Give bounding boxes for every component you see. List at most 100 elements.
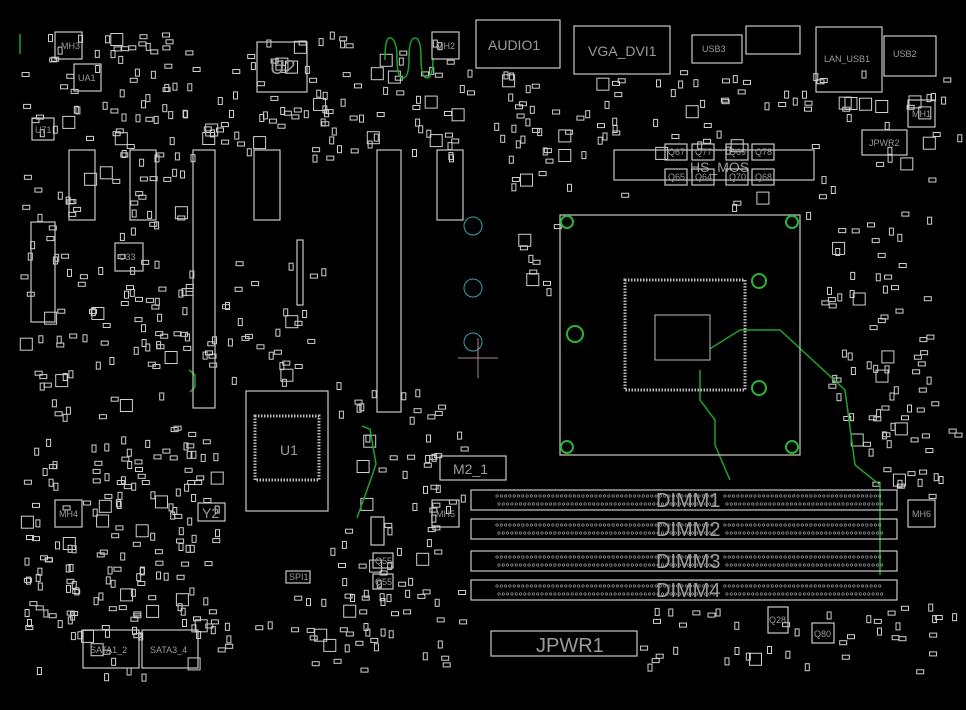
pcie-slot-1[interactable] (192, 149, 216, 409)
connector-vga-dvi1[interactable] (573, 25, 671, 75)
pad (291, 627, 300, 633)
pad (145, 439, 151, 448)
pad (449, 154, 454, 163)
pad (459, 85, 465, 93)
mounting-hole-mh5[interactable] (431, 499, 460, 528)
mosfet-q69[interactable]: Q69 (725, 143, 749, 161)
chip-u71[interactable] (31, 117, 55, 141)
pad (532, 259, 541, 265)
crystal-y2[interactable] (197, 502, 226, 522)
trace (188, 369, 196, 393)
pad (841, 349, 847, 358)
mounting-hole-top[interactable] (431, 31, 460, 60)
pin-headers[interactable] (30, 149, 464, 413)
pad (417, 593, 426, 599)
pad (756, 191, 770, 205)
pad (65, 196, 71, 205)
chip-u33[interactable] (114, 242, 144, 272)
mosfet-q77[interactable]: Q77 (691, 143, 715, 161)
mosfet-q64[interactable]: Q64 (691, 168, 715, 186)
connector-header[interactable] (745, 25, 801, 55)
mounting-hole-mh6[interactable] (907, 499, 936, 528)
pad (187, 517, 193, 526)
pad (749, 652, 762, 666)
connector-usb-right[interactable] (883, 35, 937, 77)
pad (158, 286, 167, 292)
dimm-slot-2[interactable]: DIMM2 (470, 518, 898, 541)
mounting-hole-mh4[interactable] (54, 499, 83, 528)
pad (182, 619, 187, 627)
mosfet-q80[interactable] (811, 622, 835, 644)
pad (73, 206, 82, 212)
pad (234, 131, 240, 140)
pad (703, 123, 712, 128)
chip-u2[interactable] (256, 41, 308, 93)
header-1[interactable] (68, 149, 96, 221)
pad (162, 104, 168, 113)
pad (329, 136, 335, 145)
pad (185, 284, 194, 289)
connector-audio1[interactable] (475, 19, 561, 69)
header-5[interactable] (30, 221, 56, 323)
pad (827, 286, 832, 295)
pad (267, 621, 273, 630)
mosfet-q65[interactable]: Q65 (664, 168, 688, 186)
dimm-slot-1[interactable]: DIMM1 (470, 489, 898, 512)
chipset-pch[interactable]: U1 (245, 390, 329, 512)
pad (703, 138, 712, 144)
pad (174, 206, 188, 220)
chip-ua1[interactable] (73, 63, 102, 92)
label-spi1: SPI1 (289, 572, 309, 582)
header-4[interactable] (436, 149, 464, 221)
mosfet-q55b[interactable] (372, 573, 394, 590)
mosfet-q55a[interactable] (372, 552, 394, 569)
pad (250, 62, 256, 71)
slot-narrow[interactable] (296, 239, 304, 306)
connector-jpwr2[interactable] (861, 129, 908, 156)
header-3[interactable] (253, 149, 281, 221)
mosfet-q70[interactable]: Q70 (725, 168, 749, 186)
pad (86, 135, 94, 141)
mosfet-q68[interactable]: Q68 (751, 168, 775, 186)
pad (921, 433, 930, 439)
pad (518, 233, 532, 247)
pad (919, 337, 928, 343)
pad (43, 609, 49, 618)
pad (119, 89, 125, 98)
pad (21, 72, 30, 77)
pcie-slot-2[interactable] (376, 149, 402, 413)
mosfet-q78[interactable]: Q78 (751, 143, 775, 161)
slot-m2-1[interactable] (439, 455, 507, 481)
pad (886, 440, 892, 449)
pad (62, 537, 76, 550)
chip-spi1[interactable] (285, 570, 311, 584)
pad (852, 292, 866, 306)
pad (838, 228, 847, 234)
header-2[interactable] (129, 149, 157, 221)
dimm-slot-4[interactable]: DIMM4 (470, 579, 898, 602)
connector-jpwr1[interactable] (490, 630, 638, 657)
pad (333, 658, 342, 664)
mosfet-q67[interactable]: Q67 (664, 143, 688, 161)
mounting-hole-mh3[interactable] (54, 31, 83, 60)
pad (336, 382, 342, 391)
connector-usb3[interactable] (691, 34, 743, 64)
cpu-socket[interactable] (559, 214, 801, 456)
connector-sata3-4[interactable] (141, 629, 199, 669)
pad (102, 323, 111, 328)
dimm-slot-3[interactable]: DIMM3 (470, 550, 898, 573)
mosfet-q28[interactable] (767, 606, 789, 634)
pad (826, 611, 832, 620)
connector-lan-usb1[interactable] (815, 26, 883, 93)
pad (500, 134, 506, 143)
connector-sata1-2[interactable] (82, 629, 140, 669)
pad (205, 623, 214, 629)
chip-u107[interactable] (370, 516, 385, 546)
pad (266, 39, 272, 48)
label-q77: Q77 (695, 147, 712, 157)
pad (875, 369, 889, 383)
mounting-hole-mh1[interactable] (907, 99, 936, 128)
